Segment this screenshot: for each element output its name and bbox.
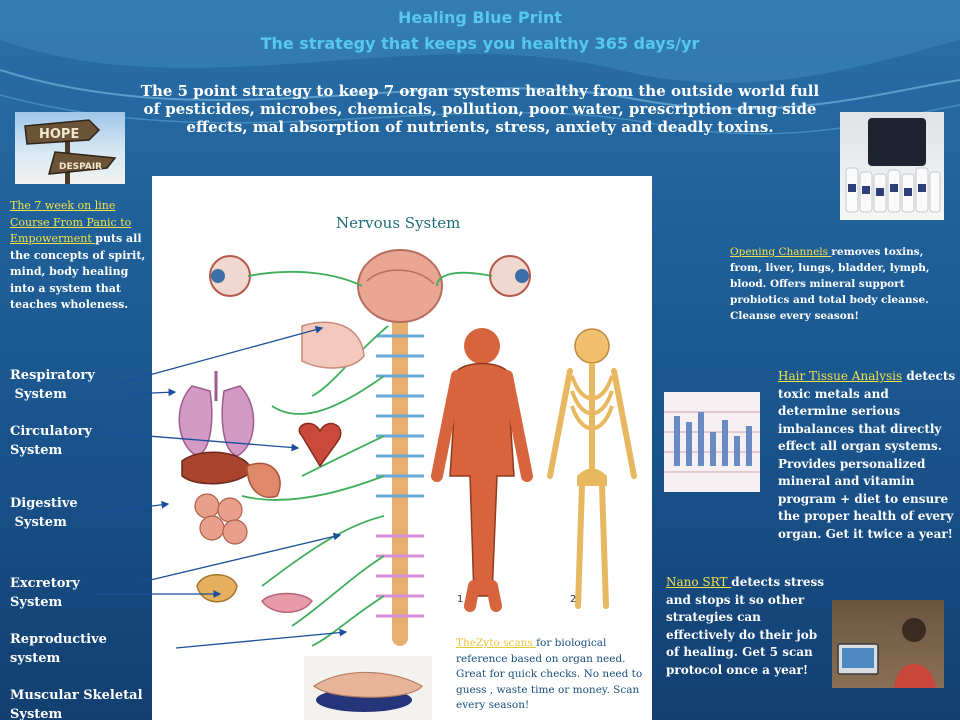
zyto-scan-photo [304, 656, 432, 720]
page-title: Healing Blue Print [397, 8, 563, 27]
hope-despair-sign-photo: HOPE DESPAIR [15, 112, 125, 184]
figure-number-2: 2 [570, 594, 576, 605]
label-muscular-skeletal-system: Muscular Skeletal System [10, 688, 143, 720]
hair-tissue-link[interactable]: Hair Tissue Analysis [778, 369, 903, 383]
course-description: The 7 week on line Course From Panic to … [10, 198, 148, 314]
hair-tissue-chart-photo [664, 392, 760, 492]
nano-srt-session-photo [832, 600, 944, 688]
intro-text: The 5 point strategy to keep 7 organ sys… [140, 82, 820, 136]
opening-channels-link[interactable]: Opening Channels [730, 246, 832, 258]
sign-despair-text: DESPAIR [59, 162, 102, 172]
label-reproductive-system: Reproductive system [10, 632, 107, 666]
sign-hope-text: HOPE [39, 127, 79, 142]
label-digestive-system: Digestive System [10, 496, 78, 530]
muscular-figure [431, 328, 533, 612]
nano-srt-text: detects stress and stops it so other str… [666, 575, 825, 677]
zyto-scan-text: for biological reference based on organ … [456, 637, 643, 711]
figure-number-1: 1 [457, 594, 463, 605]
hair-tissue-text: detects toxic metals and determine serio… [778, 369, 956, 541]
nervous-system-illustration: 1 2 [178, 249, 637, 647]
course-link[interactable]: The 7 week on line Course From Panic to … [10, 199, 132, 245]
opening-channels-description: Opening Channels removes toxins, from, l… [730, 244, 952, 324]
label-excretory-system: Excretory System [10, 576, 80, 610]
page-subtitle: The strategy that keeps you healthy 365 … [260, 34, 700, 53]
cleanse-products-photo [840, 112, 944, 220]
zyto-scan-link[interactable]: TheZyto scans [456, 637, 537, 649]
nano-srt-description: Nano SRT detects stress and stops it so … [666, 574, 826, 679]
skeleton-figure [547, 328, 637, 609]
diagram-title: Nervous System [336, 214, 461, 232]
nano-srt-link[interactable]: Nano SRT [666, 575, 732, 589]
label-respiratory-system: Respiratory System [10, 368, 95, 402]
zyto-scan-description: TheZyto scans for biological reference b… [456, 636, 648, 714]
hair-tissue-description: Hair Tissue Analysis detects toxic metal… [778, 368, 956, 543]
opening-channels-text: removes toxins, from, liver, lungs, blad… [730, 246, 930, 322]
course-text: puts all the concepts of spirit, mind, b… [10, 232, 146, 311]
label-circulatory-system: Circulatory System [10, 424, 92, 458]
